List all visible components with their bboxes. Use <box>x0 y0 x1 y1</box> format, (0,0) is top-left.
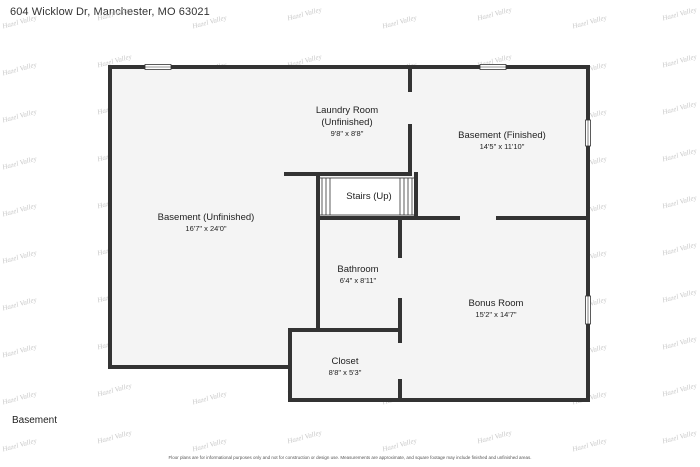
basement-unfinished-name: Basement (Unfinished) <box>158 212 255 223</box>
watermark-text: Hazel Valley <box>660 428 698 445</box>
watermark-text: Hazel Valley <box>0 60 38 77</box>
closet-name: Closet <box>332 356 359 367</box>
watermark-text: Hazel Valley <box>285 428 323 445</box>
watermark-text: Hazel Valley <box>0 107 38 124</box>
property-address: 604 Wicklow Dr, Manchester, MO 63021 <box>10 6 210 18</box>
basement-finished-name: Basement (Finished) <box>458 130 546 141</box>
bathroom-dims: 6'4" x 8'11" <box>340 276 377 285</box>
watermark-text: Hazel Valley <box>660 52 698 69</box>
stairs-label: Stairs (Up) <box>346 191 391 202</box>
watermark-text: Hazel Valley <box>660 5 698 22</box>
watermark-text: Hazel Valley <box>0 248 38 265</box>
laundry-room-dims: 9'8" x 8'8" <box>331 129 364 138</box>
walls <box>108 65 590 402</box>
watermark-text: Hazel Valley <box>660 99 698 116</box>
watermark-text: Hazel Valley <box>95 5 133 22</box>
bonus-room-name: Bonus Room <box>469 298 524 309</box>
basement-finished-dims: 14'5" x 11'10" <box>480 142 525 151</box>
floor-label: Basement <box>12 415 58 426</box>
watermark-text: Hazel Valley <box>380 13 418 30</box>
watermark-text: Hazel Valley <box>660 193 698 210</box>
laundry-room-name-1: Laundry Room <box>316 105 378 116</box>
watermark-text: Hazel Valley <box>0 13 38 30</box>
laundry-room-name-2: (Unfinished) <box>321 117 372 128</box>
watermark-text: Hazel Valley <box>285 5 323 22</box>
watermark-text: Hazel Valley <box>190 13 228 30</box>
bathroom-name: Bathroom <box>337 264 378 275</box>
openings <box>144 64 591 379</box>
watermark-text: Hazel Valley <box>0 154 38 171</box>
watermark-text: Hazel Valley <box>0 201 38 218</box>
watermark-text: Hazel Valley <box>0 436 38 453</box>
watermark-text: Hazel Valley <box>380 436 418 453</box>
watermark-text: Hazel Valley <box>660 287 698 304</box>
watermark-text: Hazel Valley <box>0 342 38 359</box>
basement-unfinished-dims: 16'7" x 24'0" <box>185 224 226 233</box>
watermark-text: Hazel Valley <box>660 146 698 163</box>
watermark-text: Hazel Valley <box>95 381 133 398</box>
watermark-text: Hazel Valley <box>0 389 38 406</box>
watermark-text: Hazel Valley <box>95 428 133 445</box>
closet-dims: 8'8" x 5'3" <box>329 368 362 377</box>
watermark-text: Hazel Valley <box>660 240 698 257</box>
watermark-text: Hazel Valley <box>190 436 228 453</box>
watermark-text: Hazel Valley <box>475 428 513 445</box>
watermark-text: Hazel Valley <box>190 389 228 406</box>
room-labels: Laundry Room (Unfinished) 9'8" x 8'8" Ba… <box>158 105 546 377</box>
watermark-text: Hazel Valley <box>570 436 608 453</box>
watermark-text: Hazel Valley <box>0 295 38 312</box>
watermark-text: Hazel Valley <box>475 5 513 22</box>
watermark-text: Hazel Valley <box>570 13 608 30</box>
disclaimer: Floor plans are for informational purpos… <box>168 455 532 460</box>
watermark-text: Hazel Valley <box>660 381 698 398</box>
watermark-text: Hazel Valley <box>660 334 698 351</box>
bonus-room-dims: 15'2" x 14'7" <box>475 310 516 319</box>
